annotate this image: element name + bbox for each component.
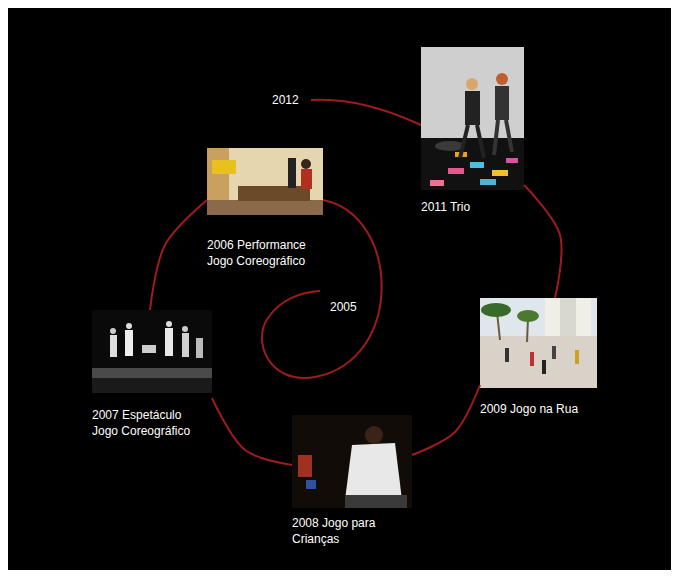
- photo-frame: [207, 148, 323, 215]
- spiral-segment: [212, 398, 292, 465]
- photo-card: 2006 Performance Jogo Coreográfico: [207, 148, 323, 269]
- year-caption: 2007 Espetáculo Jogo Coreográfico: [92, 407, 202, 439]
- photo-card: 2009 Jogo na Rua: [480, 298, 597, 417]
- photo-card: 2007 Espetáculo Jogo Coreográfico: [92, 310, 212, 439]
- spiral-tail: [311, 100, 421, 125]
- photo-2009: [480, 298, 597, 388]
- spiral-inner: [262, 200, 382, 378]
- photo-card: 2008 Jogo para Crianças: [292, 415, 412, 547]
- year-caption: 2008 Jogo para Crianças: [292, 515, 392, 547]
- photo-2011: [421, 47, 524, 190]
- spiral-segment: [412, 385, 480, 455]
- photo-frame: [92, 310, 212, 393]
- photo-card: 2011 Trio: [421, 47, 524, 215]
- spiral-segment: [524, 185, 562, 298]
- photo-2007: [92, 310, 212, 393]
- year-caption: 2011 Trio: [421, 199, 524, 215]
- photo-frame: [292, 415, 412, 508]
- photo-2006: [207, 148, 323, 215]
- photo-frame: [480, 298, 597, 388]
- photo-frame: [421, 47, 524, 190]
- year-caption: 2009 Jogo na Rua: [480, 401, 597, 417]
- year-label: 2005: [329, 299, 358, 315]
- spiral-segment: [150, 200, 207, 310]
- year-caption: 2006 Performance Jogo Coreográfico: [207, 237, 312, 269]
- year-label: 2012: [271, 92, 300, 108]
- photo-2008: [292, 415, 412, 508]
